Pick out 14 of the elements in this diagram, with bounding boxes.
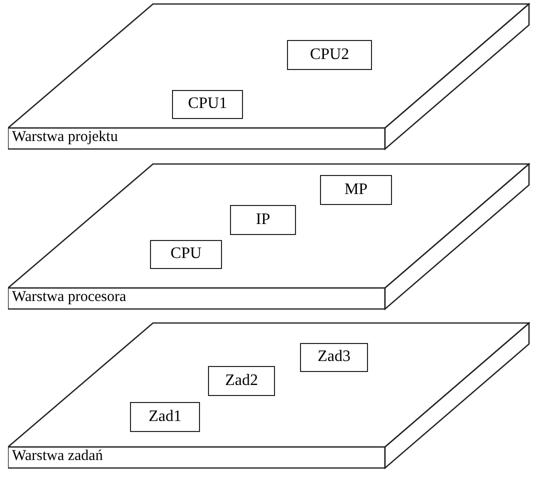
module-box: CPU2 [287, 40, 372, 70]
module-box: Zad3 [300, 343, 368, 372]
layer-plane [8, 3, 530, 151]
module-box: CPU1 [172, 90, 243, 119]
module-box: Zad1 [130, 402, 200, 432]
module-box: CPU [150, 240, 222, 269]
module-box: IP [230, 205, 296, 235]
layer-plane [8, 163, 530, 311]
layer-label: Warstwa procesora [11, 288, 128, 307]
module-box: Zad2 [208, 366, 275, 396]
layer-label: Warstwa projektu [11, 128, 119, 147]
layer-plane [8, 322, 530, 470]
layer-label: Warstwa zadań [11, 447, 104, 466]
module-box: MP [320, 175, 392, 205]
